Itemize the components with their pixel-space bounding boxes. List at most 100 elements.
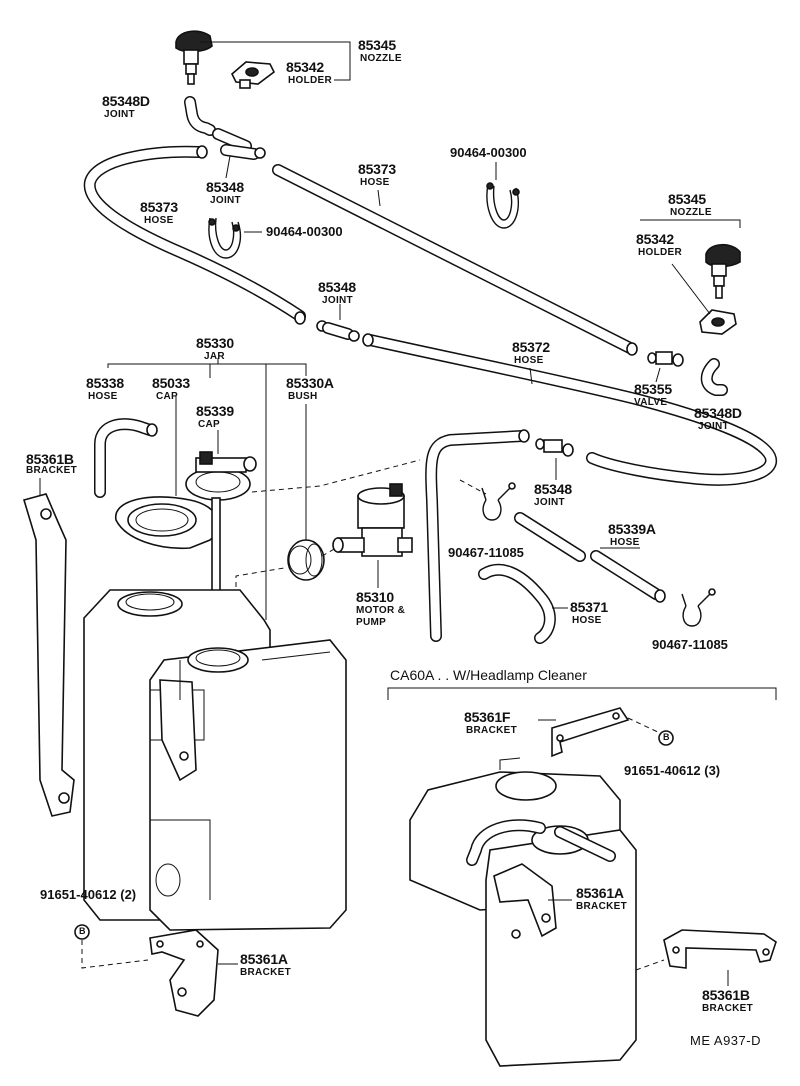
callout-bracket-a-right-number: 85361A [576,885,624,901]
callout-bracket-a-left-name: BRACKET [240,967,291,978]
nozzle-right-part [705,243,741,299]
nozzle-top-part [175,30,213,85]
valve-part [647,351,684,367]
callout-bracket-left-number: 85361B [26,451,74,467]
callout-bracket-a-right-name: BRACKET [576,901,627,912]
callout-nozzle-right-name: NOZZLE [670,207,712,218]
leader-hose-long [529,367,533,385]
callout-hose-left-name: HOSE [144,215,174,226]
callout-clip-top-number: 90464-00300 [450,145,527,160]
callout-bolt-left-number: 91651-40612 (2) [40,887,137,902]
bolt-marker-left-letter: B [79,926,86,936]
clip-top-part [486,182,520,229]
callout-bolt-right-number: 91651-40612 (3) [624,763,721,778]
callout-bracket-left-name: BRACKET [26,465,77,476]
holder-right-part [699,309,737,335]
callout-hose-bent-name: HOSE [572,615,602,626]
callout-joint-top-name: JOINT [210,195,241,206]
assembly-line-bracket-b [635,959,665,971]
hose-left-part [83,145,306,325]
callout-joint-d-right-number: 85348D [694,405,742,421]
clamp-center-part [481,482,516,521]
jar-headlamp-part [409,757,637,1067]
callout-cap-small-number: 85339 [196,403,234,419]
leader-nozzle-right [640,219,741,228]
hose-small-part [94,418,158,498]
leader-hose-mid [377,189,381,207]
small-joint-top-part [212,128,266,160]
bolt-marker-left [74,924,90,940]
callout-hose-a-name: HOSE [610,537,640,548]
joint-lower-part [535,438,574,457]
callout-joint-d-right-name: JOINT [698,421,729,432]
callout-joint-lower-name: JOINT [534,497,565,508]
callout-valve-name: VALVE [634,397,668,408]
section-heading: CA60A . . W/Headlamp Cleaner [390,667,587,683]
hose-mid-part [272,164,638,356]
assembly-line-bush [235,567,285,596]
callout-jar-name: JAR [204,351,225,362]
callout-cap-jar-name: CAP [156,391,179,402]
leader-holder-right [671,263,711,315]
leader-joint-top [225,155,231,179]
callout-clamp-center-number: 90467-11085 [448,545,524,560]
callout-hose-mid-name: HOSE [360,177,390,188]
callout-joint-mid-number: 85348 [318,279,356,295]
callout-hose-left-number: 85373 [140,199,178,215]
clamp-right-part [681,588,716,627]
section-bracket-line [387,687,777,700]
leader-nozzle-top [200,41,351,81]
joint-mid-part [316,320,360,342]
cap-jar-part [115,496,220,550]
reference-code: ME A937-D [690,1033,761,1048]
callout-motor-pump-number: 85310 [356,589,394,605]
assembly-line-cap [251,459,421,493]
assembly-line-bolt-left [81,940,149,969]
callout-holder-top-name: HOLDER [288,75,333,86]
elbow-joint-right-part [700,358,728,396]
jar-part [83,589,347,931]
callout-hose-small-name: HOSE [88,391,118,402]
callout-clip-left-number: 90464-00300 [266,224,343,239]
callout-bracket-f-number: 85361F [464,709,511,725]
callout-cap-jar-number: 85033 [152,375,190,391]
assembly-line-bolt-right [627,717,663,735]
callout-joint-d-top-name: JOINT [104,109,135,120]
bolt-marker-right-letter: B [663,732,670,742]
callout-hose-mid-number: 85373 [358,161,396,177]
hose-bent-part [478,563,556,644]
callout-motor-pump-name-line1: MOTOR & [356,605,406,616]
callout-hose-a-number: 85339A [608,521,656,537]
callout-motor-pump-name-line2: PUMP [356,617,387,628]
leader-jar [107,363,307,376]
callout-joint-top-number: 85348 [206,179,244,195]
callout-hose-long-number: 85372 [512,339,550,355]
callout-bracket-f-name: BRACKET [466,725,517,736]
bracket-left-part [22,493,75,817]
callout-hose-bent-number: 85371 [570,599,608,615]
bracket-f-part [551,707,630,758]
callout-hose-long-name: HOSE [514,355,544,366]
callout-nozzle-top-name: NOZZLE [360,53,402,64]
callout-valve-number: 85355 [634,381,672,397]
bush-part [287,539,325,581]
callout-holder-right-number: 85342 [636,231,674,247]
assembly-line-clamp [459,479,487,495]
callout-holder-right-name: HOLDER [638,247,683,258]
motor-pump-part [332,483,413,557]
hose-loop-part [425,429,530,642]
leader-valve [655,367,661,383]
callout-holder-top-number: 85342 [286,59,324,75]
callout-joint-mid-name: JOINT [322,295,353,306]
callout-bracket-b-right-number: 85361B [702,987,750,1003]
clip-left-part [208,217,242,259]
callout-joint-lower-number: 85348 [534,481,572,497]
callout-joint-d-top-number: 85348D [102,93,150,109]
callout-nozzle-right-number: 85345 [668,191,706,207]
callout-nozzle-top-number: 85345 [358,37,396,53]
holder-top-part [231,61,276,89]
callout-bracket-b-right-name: BRACKET [702,1003,753,1014]
bracket-a-left-part [149,929,219,1017]
